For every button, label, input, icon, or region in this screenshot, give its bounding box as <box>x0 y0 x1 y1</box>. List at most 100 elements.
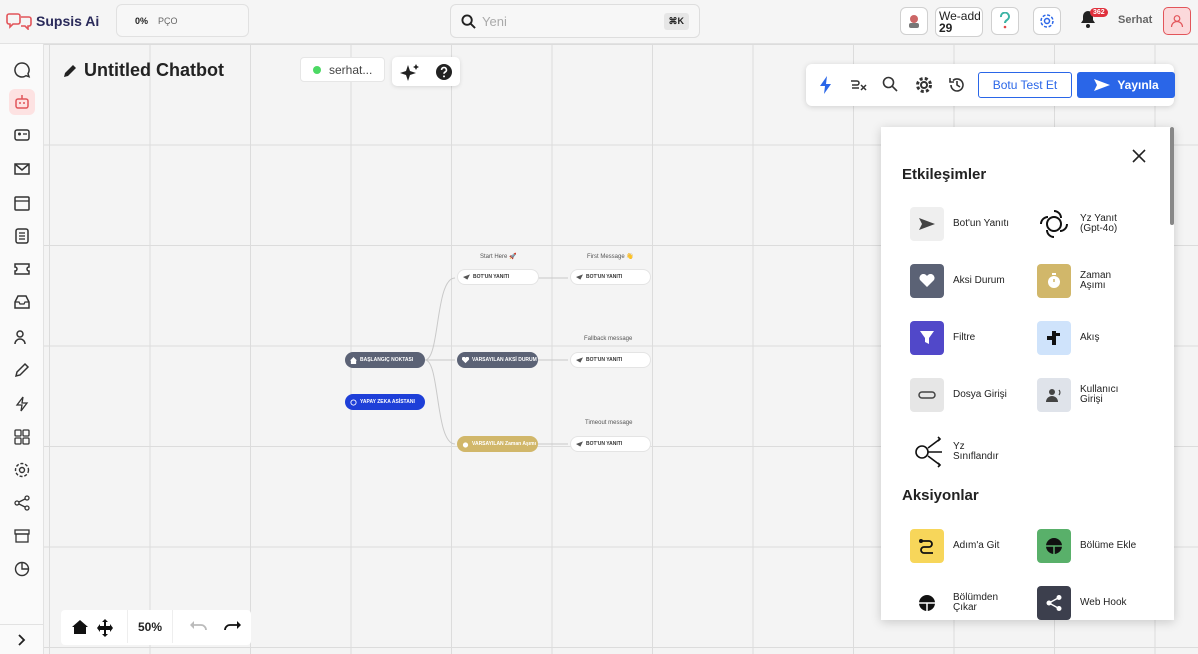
sidebar-item-automation[interactable] <box>9 391 35 417</box>
flash-icon[interactable] <box>820 76 832 94</box>
item-user-input[interactable]: Kullanıcı Girişi <box>1037 378 1118 412</box>
sidebar-item-store[interactable] <box>9 523 35 549</box>
editor-toolbar: Botu Test Et Yayınla <box>806 64 1175 106</box>
sidebar-item-apps[interactable] <box>9 424 35 450</box>
send-icon <box>576 357 583 363</box>
undo-icon[interactable] <box>189 620 207 634</box>
sidebar-item-calendar[interactable] <box>9 190 35 216</box>
sidebar-item-share[interactable] <box>9 490 35 516</box>
sidebar-item-inbox[interactable] <box>9 289 35 315</box>
help-button[interactable] <box>991 7 1019 35</box>
notification-badge: 362 <box>1090 8 1108 17</box>
sidebar-item-edit[interactable] <box>9 357 35 383</box>
bot-reply-node[interactable]: BOT'UN YANITI <box>570 269 651 285</box>
search-input[interactable]: Yeni ⌘K <box>450 4 700 38</box>
canvas-controls: 50% <box>61 610 251 645</box>
zoom-level[interactable]: 50% <box>127 610 173 643</box>
home-icon <box>350 356 357 364</box>
item-filter[interactable]: Filtre <box>910 321 975 355</box>
item-flow[interactable]: Akış <box>1037 321 1099 355</box>
move-icon[interactable] <box>96 619 114 637</box>
chevron-right-icon <box>18 633 26 646</box>
ai-assistant-node[interactable]: YAPAY ZEKA ASİSTANI <box>345 394 425 410</box>
calendar-icon <box>14 196 30 211</box>
inbox-icon <box>14 295 30 309</box>
user-name[interactable]: Serhat <box>1118 14 1153 26</box>
progress-indicator[interactable]: 0% PÇO <box>116 4 249 37</box>
chatbot-title[interactable]: Untitled Chatbot <box>62 60 224 81</box>
openai-icon <box>350 398 357 406</box>
item-segment-remove[interactable]: Bölümden Çıkar <box>910 586 998 620</box>
item-file-input[interactable]: Dosya Girişi <box>910 378 1007 412</box>
ai-node-label: YAPAY ZEKA ASİSTANI <box>360 399 415 405</box>
sidebar-item-mail[interactable] <box>9 156 35 182</box>
weadd-counter[interactable]: We‑add 29 <box>935 7 983 37</box>
item-label: Yz Sınıflandır <box>953 441 999 462</box>
sidebar-item-users[interactable] <box>9 324 35 350</box>
item-ai-reply[interactable]: Yz Yanıt (Gpt-4o) <box>1037 207 1117 241</box>
send-icon <box>910 207 944 241</box>
send-icon <box>463 274 470 280</box>
progress-value: 0% <box>135 15 149 26</box>
redo-icon[interactable] <box>224 620 242 634</box>
settings-icon <box>14 462 30 478</box>
item-web-hook[interactable]: Web Hook <box>1037 586 1127 620</box>
sidebar-item-contacts[interactable] <box>9 122 35 148</box>
search-icon[interactable] <box>882 76 898 92</box>
item-goto-step[interactable]: Adım'a Git <box>910 529 999 563</box>
close-icon[interactable] <box>1132 149 1146 163</box>
ai-tools <box>392 57 460 86</box>
item-ai-classify[interactable]: Yz Sınıflandır <box>910 435 999 469</box>
app-logo[interactable]: Supsis Ai <box>6 9 99 33</box>
bot-reply-node[interactable]: BOT'UN YANITI <box>457 269 539 285</box>
bot-reply-label: BOT'UN YANITI <box>586 274 623 280</box>
bot-reply-label: BOT'UN YANITI <box>473 274 510 280</box>
section-title-interactions: Etkileşimler <box>902 166 987 183</box>
item-fallback[interactable]: Aksi Durum <box>910 264 1005 298</box>
sparkle-icon[interactable] <box>400 63 420 81</box>
help-circle-icon[interactable] <box>436 63 452 80</box>
sidebar-item-tickets[interactable] <box>9 256 35 282</box>
item-timeout[interactable]: Zaman Aşımı <box>1037 264 1111 298</box>
progress-label: PÇO <box>158 15 178 26</box>
send-icon <box>576 441 583 447</box>
item-label: Adım'a Git <box>953 540 1000 551</box>
bot-reply-node[interactable]: BOT'UN YANITI <box>570 352 651 368</box>
sidebar-item-bot[interactable] <box>9 89 35 115</box>
sidebar-expand-button[interactable] <box>0 624 44 654</box>
variable-icon[interactable] <box>848 76 868 94</box>
store-icon <box>14 529 30 543</box>
item-bot-reply[interactable]: Bot'un Yanıtı <box>910 207 1009 241</box>
user-icon <box>1170 15 1184 28</box>
timeout-node[interactable]: VARSAYILAN Zaman Aşımı <box>457 436 538 452</box>
test-bot-button[interactable]: Botu Test Et <box>978 72 1072 98</box>
avatar[interactable] <box>1163 7 1191 35</box>
timeout-node-label: VARSAYILAN Zaman Aşımı <box>472 441 536 447</box>
fallback-node[interactable]: VARSAYILAN AKSİ DURUM <box>457 352 538 368</box>
panel-scrollbar[interactable] <box>1170 127 1174 225</box>
sidebar-item-chat[interactable] <box>9 57 35 83</box>
avatar-switch-button[interactable] <box>900 7 928 35</box>
flow-icon <box>1037 321 1071 355</box>
home-icon[interactable] <box>72 620 88 634</box>
list-icon <box>15 228 29 244</box>
sidebar-item-list[interactable] <box>9 223 35 249</box>
top-bar: Supsis Ai 0% PÇO Yeni ⌘K We‑add 29 362 S… <box>0 0 1198 44</box>
pie-chart-icon <box>14 561 30 577</box>
sidebar-item-reports[interactable] <box>9 556 35 582</box>
publish-button[interactable]: Yayınla <box>1077 72 1175 98</box>
bot-reply-node[interactable]: BOT'UN YANITI <box>570 436 651 452</box>
sidebar-item-settings[interactable] <box>9 457 35 483</box>
item-label: Bölüme Ekle <box>1080 540 1137 551</box>
openai-icon <box>1037 207 1071 241</box>
pencil-icon <box>64 64 76 77</box>
settings-button[interactable] <box>1033 7 1061 35</box>
status-pill[interactable]: serhat... <box>300 57 385 82</box>
item-label: Bölümden Çıkar <box>953 592 999 613</box>
bot-reply-label: BOT'UN YANITI <box>586 357 623 363</box>
start-node[interactable]: BAŞLANGIÇ NOKTASI <box>345 352 425 368</box>
item-segment-add[interactable]: Bölüme Ekle <box>1037 529 1136 563</box>
history-icon[interactable] <box>948 76 966 94</box>
gear-icon[interactable] <box>915 76 933 94</box>
